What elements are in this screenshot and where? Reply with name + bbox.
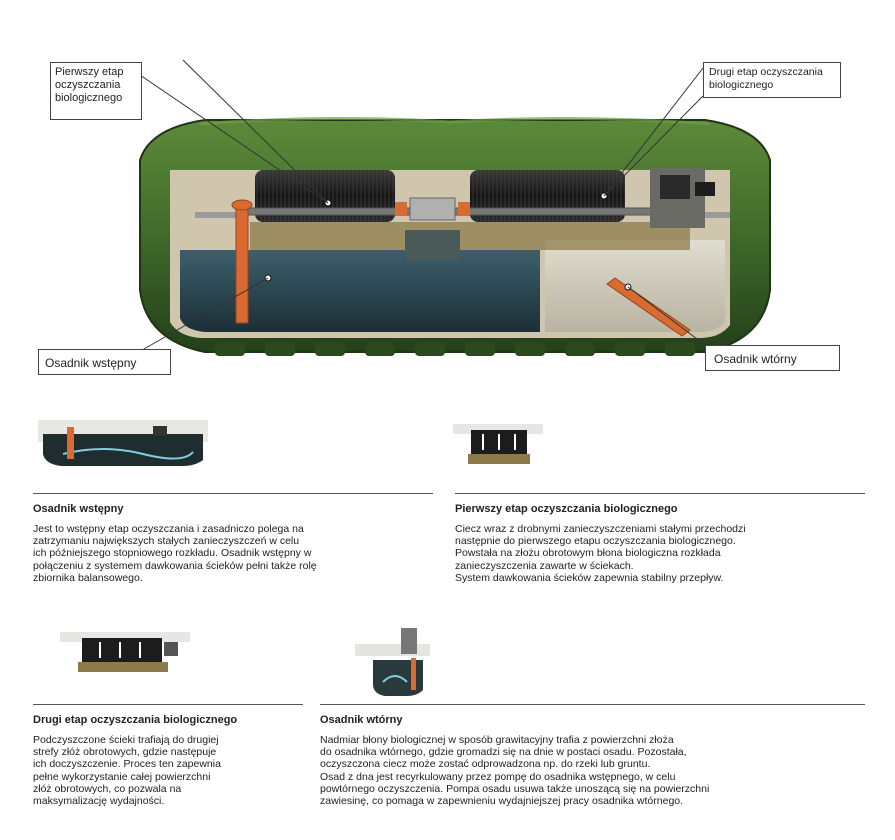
callout-secondary-settler: Osadnik wtórny <box>705 345 840 371</box>
section-title-secondary-settler: Osadnik wtórny <box>320 714 403 726</box>
callout-stage-1: Pierwszy etap oczyszczania biologicznego <box>50 62 142 120</box>
callout-line: Drugi etap oczyszczania <box>709 66 823 78</box>
section-body-stage-2: Podczyszczone ścieki trafiają do drugiej… <box>33 734 221 807</box>
body-line: Powstała na złożu obrotowym błona biolog… <box>455 547 721 560</box>
section-divider <box>455 493 865 494</box>
body-line: Jest to wstępny etap oczyszczania i zasa… <box>33 523 304 535</box>
body-line: System dawkowania ścieków zapewnia stabi… <box>455 571 724 584</box>
body-line: ich późniejszego stopniowego rozkładu. O… <box>33 547 312 560</box>
section-title-primary-settler: Osadnik wstępny <box>33 503 124 515</box>
section-divider <box>320 704 865 705</box>
thumb-secondary-settler <box>355 620 435 700</box>
body-line: Podczyszczone ścieki trafiają do drugiej <box>33 734 219 746</box>
body-line: Ciecz wraz z drobnymi zanieczyszczeniami… <box>455 523 746 535</box>
section-title-stage-2: Drugi etap oczyszczania biologicznego <box>33 714 238 726</box>
callout-line: Osadnik wtórny <box>714 352 797 366</box>
body-line: zatrzymaniu największych stałych zaniecz… <box>33 535 300 548</box>
body-line: pełne wykorzystanie całej powierzchni <box>33 770 211 783</box>
body-line: strefy złóż obrotowych, gdzie następuje <box>33 746 217 759</box>
callout-line: Osadnik wstępny <box>45 356 137 370</box>
callout-line: Pierwszy etap <box>55 66 124 78</box>
body-line: złóż obrotowych, co pozwala na <box>33 782 182 795</box>
callout-line: biologicznego <box>709 79 774 91</box>
body-line: maksymalizację wydajności. <box>33 795 165 808</box>
thumb-stage-1 <box>453 420 543 470</box>
callout-stage-2: Drugi etap oczyszczania biologicznego <box>703 62 841 98</box>
orange-pipe <box>231 199 691 337</box>
section-body-primary-settler: Jest to wstępny etap oczyszczania i zasa… <box>33 523 317 584</box>
callout-line: biologicznego <box>55 92 123 104</box>
primary-settler-water <box>180 250 540 332</box>
body-line: oczyszczona ciecz może zostać odprowadzo… <box>320 758 651 771</box>
body-line: zanieczyszczenia zawarte w ściekach. <box>455 559 634 572</box>
section-divider <box>33 704 303 705</box>
callout-primary-settler: Osadnik wstępny <box>38 349 171 375</box>
tank-illustration <box>136 59 771 356</box>
callout-line: oczyszczania <box>55 79 121 91</box>
body-line: ich doczyszczenie. Proces ten zapewnia <box>33 758 221 771</box>
thumb-primary-settler <box>33 412 213 467</box>
body-line: zbiornika balansowego. <box>33 571 143 584</box>
body-line: do osadnika wtórnego, gdzie gromadzi się… <box>320 746 687 759</box>
section-divider <box>33 493 433 494</box>
body-line: następnie do pierwszego etapu oczyszczan… <box>455 535 736 548</box>
body-line: zawiesinę, co pomaga w zapewnieniu wydaj… <box>320 795 684 808</box>
tank-interior <box>170 170 730 338</box>
body-line: połączeniu z systemem dawkowania ścieków… <box>33 559 317 572</box>
section-body-secondary-settler: Nadmiar błony biologicznej w sposób graw… <box>320 734 709 807</box>
body-line: Nadmiar błony biologicznej w sposób graw… <box>320 734 674 746</box>
section-title-stage-1: Pierwszy etap oczyszczania biologicznego <box>455 503 678 515</box>
secondary-settler-volume <box>545 240 725 332</box>
body-line: powtórnego oczyszczenia. Pompa osadu usu… <box>320 782 710 795</box>
thumb-stage-2 <box>60 628 190 678</box>
body-line: Osad z dna jest recyrkulowany przez pomp… <box>320 770 676 783</box>
pump-motor <box>650 168 715 228</box>
section-body-stage-1: Ciecz wraz z drobnymi zanieczyszczeniami… <box>455 523 746 584</box>
